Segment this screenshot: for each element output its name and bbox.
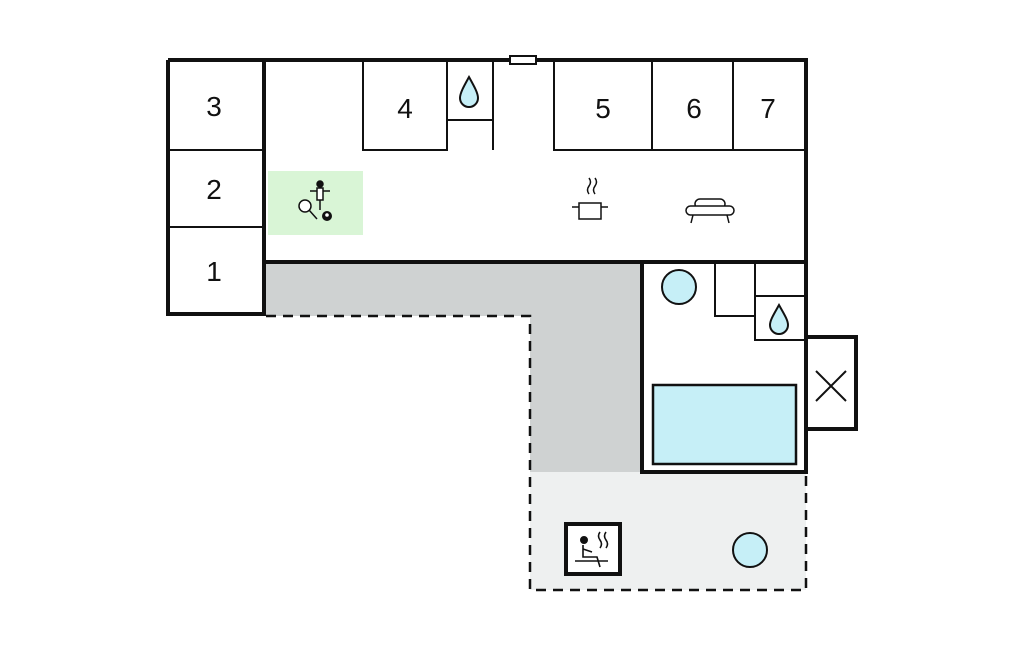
water-drop-icon xyxy=(768,302,790,335)
room-4-wall xyxy=(362,60,448,151)
annex xyxy=(804,335,858,431)
main-building-wall xyxy=(166,58,808,474)
room-label-4: 4 xyxy=(397,93,413,124)
whirlpool-icon xyxy=(732,532,768,568)
cross-icon xyxy=(815,370,847,402)
sofa-icon xyxy=(685,198,735,224)
window xyxy=(509,55,537,65)
rooms-5-7-wall xyxy=(553,60,806,151)
covered-terrace xyxy=(266,262,642,472)
room-label-2: 2 xyxy=(206,174,222,205)
billiards-icon xyxy=(322,211,332,221)
room-label-7: 7 xyxy=(760,93,776,124)
water-drop-icon xyxy=(458,74,480,108)
table-tennis-icon xyxy=(298,199,318,220)
sauna-icon xyxy=(564,522,622,576)
room-label-6: 6 xyxy=(686,93,702,124)
right-wing-wall xyxy=(714,262,806,341)
room-label-1: 1 xyxy=(206,256,222,287)
cooking-pot-icon xyxy=(572,177,608,220)
whirlpool-icon xyxy=(661,269,697,305)
play-area xyxy=(268,171,363,235)
bathroom-wall xyxy=(447,60,494,150)
table-football-icon xyxy=(310,180,330,210)
room-label-3: 3 xyxy=(206,91,222,122)
swimming-pool-icon xyxy=(651,383,798,466)
room-label-5: 5 xyxy=(595,93,611,124)
